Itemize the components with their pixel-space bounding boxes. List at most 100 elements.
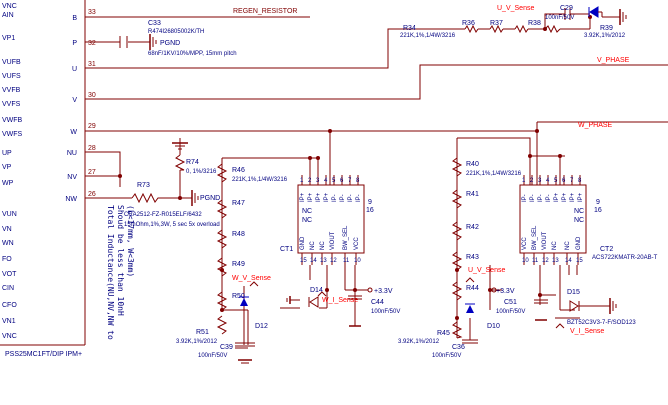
- r40-ref: R40: [466, 161, 479, 168]
- pgnd-label-shunt: PGND: [200, 195, 220, 202]
- ct2-part: ACS722KMATR-20AB-T: [592, 255, 658, 261]
- junctions: [118, 15, 592, 320]
- capacitor-c33: [119, 34, 157, 50]
- note-line-3: (L<17mm, W<3mm): [126, 205, 135, 277]
- wires: [85, 13, 668, 349]
- net-number-26: 26: [88, 191, 96, 198]
- r36-ref: R36: [462, 20, 475, 27]
- ipm-pin-vvfb: VVFB: [2, 87, 21, 94]
- ipm-pin-wp: WP: [2, 180, 14, 187]
- r45-value: 3.92K,1%/2012: [398, 339, 440, 345]
- ct2-ref: CT2: [600, 246, 613, 253]
- net-number-30: 30: [88, 92, 96, 99]
- pin-number-bottom: 14: [310, 258, 317, 264]
- pin-label-bottom: VIOUT: [330, 231, 336, 250]
- resistor-chain-u: [464, 6, 627, 34]
- ipm-pin-wn: WN: [2, 240, 14, 247]
- ipm-left-pin-labels: VNCAINVP1VUFBVUFSVVFBVVFSVWFBVWFSUPVPWPV…: [2, 3, 23, 340]
- pin-label-bottom: BW_SEL: [343, 225, 349, 250]
- d14-ref: D14: [310, 287, 323, 294]
- pin-number-top: 4: [546, 178, 550, 184]
- capacitor-c44: [348, 295, 362, 327]
- pin-label-bottom: VIOUT: [542, 231, 548, 250]
- r38-ref: R38: [528, 20, 541, 27]
- ipm-pin-vwfs: VWFS: [2, 131, 23, 138]
- pin-label-top: IP+: [316, 192, 322, 202]
- pin-label-top: IP+: [300, 192, 306, 202]
- pin-number-top: 5: [332, 178, 336, 184]
- d15-part: BZT52C3V3-7-F/SOD123: [567, 320, 636, 326]
- pin-number-top: 4: [324, 178, 328, 184]
- c33-pgnd-label: PGND: [160, 40, 180, 47]
- capacitor-c36: [462, 339, 478, 344]
- pin-label-top: IP-: [538, 194, 544, 202]
- net-label-w-v-sense: W_V_Sense: [232, 275, 271, 282]
- c36-ref: C36: [452, 344, 465, 351]
- net-number-28: 28: [88, 145, 96, 152]
- c39-ref: C39: [220, 344, 233, 351]
- ct1-side-16: 16: [366, 207, 374, 214]
- r39-ref: R39: [600, 25, 613, 32]
- r40-value: 221K,1%,1/4W/3216: [466, 171, 522, 177]
- net-label-w-phase: W_PHASE: [578, 122, 613, 129]
- pgnd-symbol-shunt: [191, 190, 199, 206]
- pin-label-bottom: GND: [576, 236, 582, 250]
- pin-label-top: IP+: [578, 192, 584, 202]
- zener-d10: [465, 303, 475, 313]
- ct1-vcc-label: +3.3V: [374, 288, 393, 295]
- r73-value: 15mOhm,1%,3W, 5 sec 5x overload: [124, 222, 220, 228]
- pin-number-top: 3: [538, 178, 542, 184]
- capacitor-c39: [235, 342, 255, 364]
- note-line-2: Shoud be less than 10nH: [116, 205, 125, 316]
- sense-arrow-w-v: [249, 281, 259, 287]
- zener-d12: [239, 296, 249, 306]
- pin-number-bottom: 11: [343, 258, 350, 264]
- ct2-nc-1: NC: [574, 208, 584, 215]
- pin-label-top: IP+: [308, 192, 314, 202]
- sense-arrow-v-i: [555, 323, 565, 329]
- r47-ref: R47: [232, 200, 245, 207]
- r34-ref: R34: [403, 25, 416, 32]
- r51-value: 3.92K,1%/2012: [176, 339, 218, 345]
- r42-ref: R42: [466, 224, 479, 231]
- ipm-pin-vnc: VNC: [2, 3, 17, 10]
- r43-ref: R43: [466, 254, 479, 261]
- pin-number-bottom: 15: [300, 258, 307, 264]
- ipm-pin-vn1: VN1: [2, 318, 16, 325]
- sense-arrow-u-v: [465, 277, 475, 283]
- r46-ref: R46: [232, 167, 245, 174]
- ipm-pin-ain: AIN: [2, 12, 14, 19]
- c51-ref: C51: [504, 299, 517, 306]
- pin-number-bottom: 11: [532, 258, 539, 264]
- inductance-note: Total Inductance(NU,NV,NW to Shoud be le…: [106, 205, 135, 340]
- pin-number-top: 1: [300, 178, 304, 184]
- pin-label-top: IP-: [546, 194, 552, 202]
- ipm-pin-nv: NV: [67, 174, 77, 181]
- ipm-pin-p: P: [72, 40, 77, 47]
- ipm-pin-vot: VOT: [2, 271, 17, 278]
- ipm-pin-nw: NW: [65, 196, 77, 203]
- pin-label-top: IP-: [348, 194, 354, 202]
- ipm-pin-vn: VN: [2, 226, 12, 233]
- pin-number-top: 1: [522, 178, 526, 184]
- c44-value: 100nF/50V: [371, 309, 400, 315]
- ipm-pin-w: W: [70, 129, 77, 136]
- pin-label-bottom: NC: [552, 241, 558, 250]
- pin-label-top: IP+: [554, 192, 560, 202]
- pin-number-top: 7: [570, 178, 574, 184]
- net-label-regen-resistor: REGEN_RESISTOR: [233, 8, 297, 15]
- pin-number-top: 7: [348, 178, 352, 184]
- ipm-pin-vvfs: VVFS: [2, 101, 21, 108]
- net-label-v-i-sense: V_I_Sense: [570, 328, 604, 335]
- pin-label-top: IP-: [356, 194, 362, 202]
- pin-label-top: IP-: [332, 194, 338, 202]
- shunt-resistor-r73: [131, 192, 160, 204]
- ct2-side-9: 9: [596, 199, 600, 206]
- pin-number-top: 8: [356, 178, 360, 184]
- pin-number-top: 6: [562, 178, 566, 184]
- pin-label-top: IP-: [530, 194, 536, 202]
- pin-number-bottom: 14: [565, 258, 572, 264]
- pin-number-top: 5: [554, 178, 558, 184]
- ct1-nc-2: NC: [302, 217, 312, 224]
